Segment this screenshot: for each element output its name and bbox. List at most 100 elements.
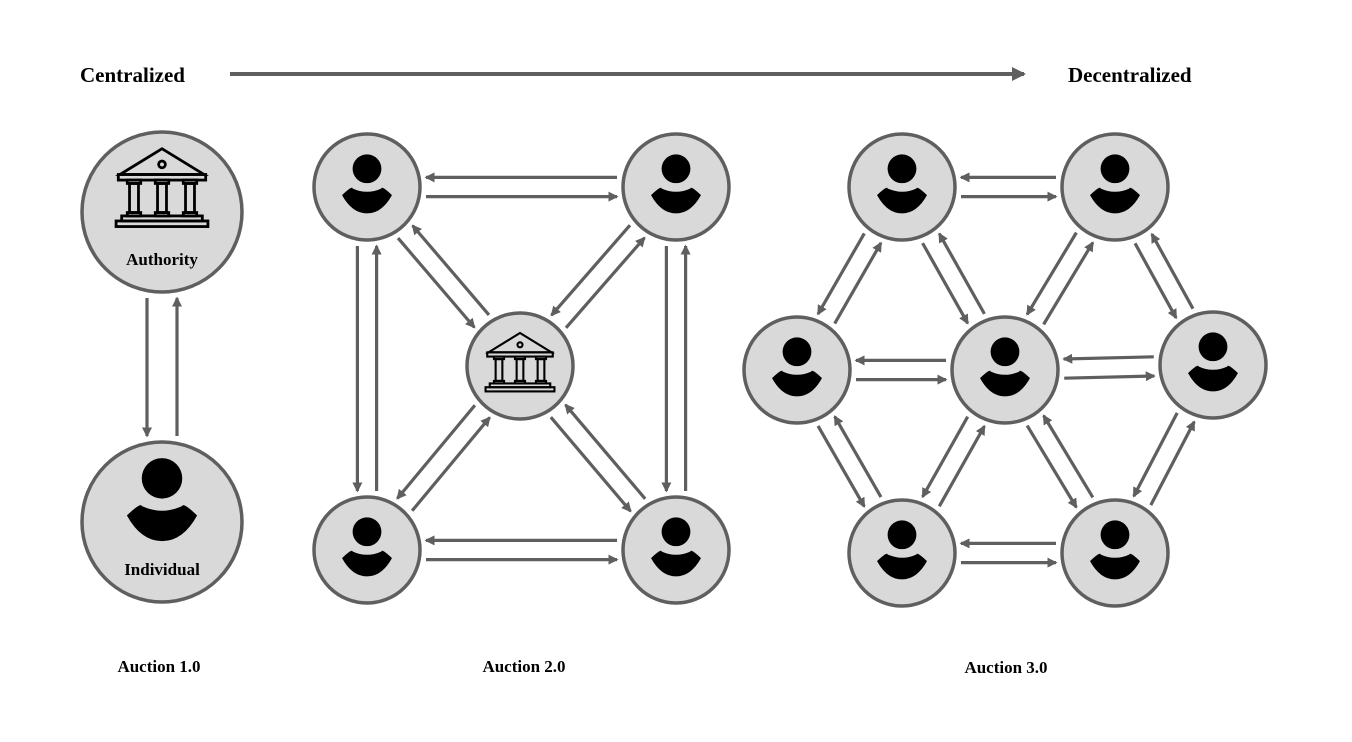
auction3-nodes <box>742 132 1268 608</box>
person-icon <box>342 154 392 214</box>
person-body <box>877 553 927 580</box>
person-head <box>141 458 183 499</box>
arrow-b1-to-c <box>937 424 986 508</box>
institution-icon <box>114 147 210 228</box>
person-body <box>651 550 701 577</box>
auction1-edges <box>142 296 182 438</box>
arrow-b2-to-c <box>1042 414 1095 499</box>
node-circle <box>847 498 957 608</box>
arrow-c-to-r <box>1064 371 1156 382</box>
auction3-node-t1 <box>847 132 957 242</box>
node-circle <box>621 132 731 242</box>
auction3-caption: Auction 3.0 <box>964 658 1047 677</box>
arrow-t1-to-l <box>816 232 866 316</box>
auction2-caption: Auction 2.0 <box>482 657 565 676</box>
institution-step <box>484 386 556 393</box>
person-icon <box>980 337 1030 397</box>
arrow-l-to-b1 <box>816 425 866 508</box>
person-head <box>352 154 382 184</box>
auction3-edges <box>816 172 1196 568</box>
auction3-node-b1 <box>847 498 957 608</box>
person-head <box>661 154 691 184</box>
arrow-t2-to-r <box>1133 242 1178 320</box>
arrow-br-to-center <box>564 403 647 500</box>
person-head <box>887 520 917 550</box>
node-circle <box>1158 310 1268 420</box>
person-icon <box>126 458 198 542</box>
decentralized-label: Decentralized <box>1068 63 1192 87</box>
node-circle <box>465 311 575 421</box>
arrow-center-to-bl <box>396 404 477 500</box>
person-icon <box>651 154 701 214</box>
auction3-node-r <box>1158 310 1268 420</box>
person-head <box>782 337 812 367</box>
person-body <box>772 370 822 397</box>
node-circle <box>1060 498 1170 608</box>
auction3-node-c <box>950 315 1060 425</box>
arrow-tl-to-center <box>396 237 476 329</box>
institution-icon <box>484 331 556 393</box>
arrow-b1-to-l <box>833 415 883 498</box>
arrow-t2-to-c <box>1025 231 1078 316</box>
person-body <box>1090 187 1140 214</box>
centralized-label: Centralized <box>80 63 185 87</box>
person-body <box>877 187 927 214</box>
arrow-c-to-t2 <box>1042 241 1095 326</box>
person-icon <box>772 337 822 397</box>
node-circle <box>742 315 852 425</box>
auction2-node-bl <box>312 495 422 605</box>
auction2-node-center <box>465 311 575 421</box>
auction1-node-authority: Authority <box>80 130 244 294</box>
person-head <box>1100 520 1130 550</box>
node-circle <box>312 132 422 242</box>
person-icon <box>877 520 927 580</box>
node-circle <box>950 315 1060 425</box>
person-icon <box>342 517 392 577</box>
arrow-c-to-b2 <box>1025 424 1078 509</box>
person-icon <box>1188 332 1238 392</box>
person-body <box>1090 553 1140 580</box>
person-body <box>342 187 392 214</box>
person-icon <box>1090 154 1140 214</box>
arrow-l-to-t1 <box>833 241 883 325</box>
node-circle <box>621 495 731 605</box>
institution-step <box>114 219 210 228</box>
person-body <box>126 505 198 542</box>
arrow-center-to-br <box>549 416 632 513</box>
auction3-node-l <box>742 315 852 425</box>
arrow-c-to-t1 <box>937 232 986 315</box>
person-body <box>1188 365 1238 392</box>
arrow-r-to-t2 <box>1150 232 1195 310</box>
person-body <box>342 550 392 577</box>
auction3-node-t2 <box>1060 132 1170 242</box>
individual-label: Individual <box>124 560 200 579</box>
arrow-center-to-tl <box>411 224 491 316</box>
node-circle <box>312 495 422 605</box>
auction1-node-individual: Individual <box>80 440 244 604</box>
auction2-node-tl <box>312 132 422 242</box>
arrow-t1-to-c <box>921 242 970 325</box>
arrow-b2-to-r <box>1149 420 1196 506</box>
person-icon <box>651 517 701 577</box>
auction2-edges <box>352 172 691 565</box>
auction2-node-tr <box>621 132 731 242</box>
auction3-node-b2 <box>1060 498 1170 608</box>
authority-label: Authority <box>126 250 198 269</box>
arrow-tr-to-center <box>550 224 632 317</box>
person-head <box>887 154 917 184</box>
arrow-r-to-c <box>1062 353 1154 364</box>
person-head <box>661 517 691 547</box>
arrow-r-to-b2 <box>1132 412 1179 498</box>
node-circle <box>1060 132 1170 242</box>
arrow-c-to-b1 <box>921 415 970 499</box>
person-head <box>352 517 382 547</box>
node-circle <box>847 132 957 242</box>
arrow-center-to-tr <box>564 236 646 329</box>
institution-emblem <box>516 341 524 349</box>
auction2-nodes <box>312 132 731 605</box>
auction1-caption: Auction 1.0 <box>117 657 200 676</box>
person-head <box>1100 154 1130 184</box>
person-body <box>980 370 1030 397</box>
